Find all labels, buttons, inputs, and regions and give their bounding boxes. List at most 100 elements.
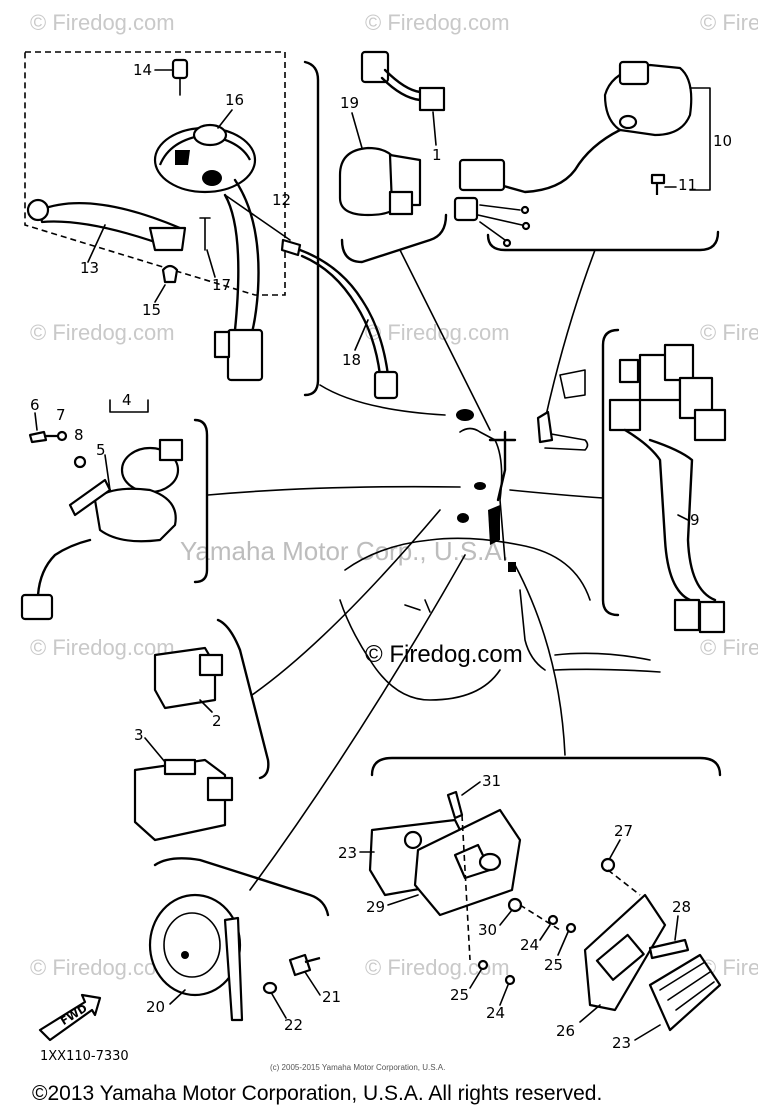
connector-1-wire: [383, 68, 422, 94]
switch-10-terminal-3: [502, 238, 512, 248]
label-28: 28: [672, 898, 691, 916]
bracket-10-label: [689, 87, 711, 191]
watermark-bottom-center: © Firedog.com: [365, 955, 510, 980]
reflector-23: [648, 953, 722, 1032]
leader-10-frame: [544, 249, 596, 421]
label-18: 18: [342, 351, 361, 369]
label-30: 30: [478, 921, 497, 939]
leader-2: [199, 699, 213, 713]
small-copyright: (c) 2005-2015 Yamaha Motor Corporation, …: [270, 1063, 445, 1072]
clutch-holder-slot: [175, 150, 190, 165]
frame-part-c: [474, 482, 486, 490]
frame-tank: [344, 537, 591, 601]
label-6: 6: [30, 396, 40, 414]
harness-9-plug-b: [698, 600, 726, 634]
leader-23b: [634, 1024, 661, 1041]
leader-26: [579, 1004, 601, 1023]
switch-10-connector-b: [453, 196, 479, 222]
leader-19-frame: [399, 249, 491, 431]
main-switch-key: [158, 438, 184, 462]
watermark-top-left: © Firedog.com: [30, 10, 175, 35]
label-24a: 24: [520, 936, 539, 954]
bracket-4-group: [193, 418, 209, 584]
frame-lower: [339, 599, 501, 701]
label-11: 11: [678, 176, 697, 194]
washer-7: [56, 430, 68, 442]
clutch-switch-dashed-box: [24, 51, 286, 296]
bracket-10-group: [486, 230, 720, 252]
watermark-top-center: © Firedog.com: [365, 10, 510, 35]
bracket-4-label: [109, 399, 149, 413]
relay-2-plug: [198, 653, 224, 677]
harness-9-plug-a: [673, 598, 701, 632]
bolt-21: [288, 953, 321, 977]
frame-part-d: [488, 505, 500, 545]
frame-handlebar-right: [539, 431, 589, 451]
lead-18-wire: [298, 248, 390, 377]
label-12: 12: [272, 191, 291, 209]
frame-part-e: [457, 513, 469, 523]
clutch-switch-16: [192, 123, 228, 147]
reflector-23-hatch: [659, 961, 715, 1011]
washer-25-a: [565, 922, 577, 934]
watermark-low-right: © Firedog.com: [700, 635, 758, 660]
leader-9: [677, 514, 689, 521]
nut-24-b: [504, 974, 516, 986]
leader-28: [674, 915, 679, 941]
clutch-lever-ball: [26, 198, 50, 222]
nut-24-a: [547, 914, 559, 926]
washer-25-b: [477, 959, 489, 971]
switch-10-terminal-2: [521, 221, 531, 231]
fwd-arrow: FWD: [38, 993, 102, 1042]
label-25b: 25: [450, 986, 469, 1004]
wire-harness-9: [608, 343, 727, 634]
leader-4-frame: [207, 485, 461, 496]
clutch-connector-tab: [213, 330, 231, 359]
leader-24b: [499, 984, 509, 1006]
leader-30: [499, 909, 513, 926]
label-2: 2: [212, 712, 222, 730]
lead-18-wire-b: [300, 254, 382, 377]
leader-12-frame: [319, 384, 446, 416]
switch-10-harness: [498, 128, 622, 194]
screw-17: [199, 217, 211, 251]
leader-19: [351, 112, 363, 149]
footer-copyright: ©2013 Yamaha Motor Corporation, U.S.A. A…: [32, 1082, 602, 1105]
bolt-14-head: [171, 58, 189, 80]
leader-1: [432, 111, 437, 146]
flasher-3-top: [163, 758, 197, 776]
leader-22: [271, 993, 287, 1019]
leader-27: [609, 839, 621, 859]
label-27: 27: [614, 822, 633, 840]
label-22: 22: [284, 1016, 303, 1034]
label-29: 29: [366, 898, 385, 916]
label-31: 31: [482, 772, 501, 790]
bracket-19-group: [340, 213, 448, 264]
nut-15: [161, 264, 179, 284]
taillight-group: [368, 790, 722, 1032]
leader-3: [144, 737, 166, 763]
label-8: 8: [74, 426, 84, 444]
harness-9-connector-e: [618, 358, 640, 384]
leader-25a: [557, 931, 569, 956]
watermark-mid-right: © Firedog.com: [700, 320, 758, 345]
leader-15: [154, 284, 166, 303]
watermark-top-right: © Firedog.com: [700, 10, 758, 35]
watermark-low-left: © Firedog.com: [30, 635, 175, 660]
horn-20: [148, 893, 321, 1022]
harness-9-trunk: [623, 428, 692, 602]
clutch-lever-assembly: [26, 58, 291, 382]
bracket-2-3-group: [216, 618, 270, 780]
harness-9-trunk-b: [648, 438, 717, 602]
leader-17: [206, 249, 216, 278]
leader-21: [304, 971, 321, 996]
label-7: 7: [56, 406, 66, 424]
bracket-12-group: [303, 60, 320, 397]
flasher-3-body: [133, 758, 227, 842]
leader-18: [354, 319, 369, 351]
relay-2: [153, 646, 224, 710]
frame-part-g: [536, 410, 554, 444]
harness-9-connector-d: [608, 398, 642, 432]
leader-25b: [469, 969, 482, 989]
